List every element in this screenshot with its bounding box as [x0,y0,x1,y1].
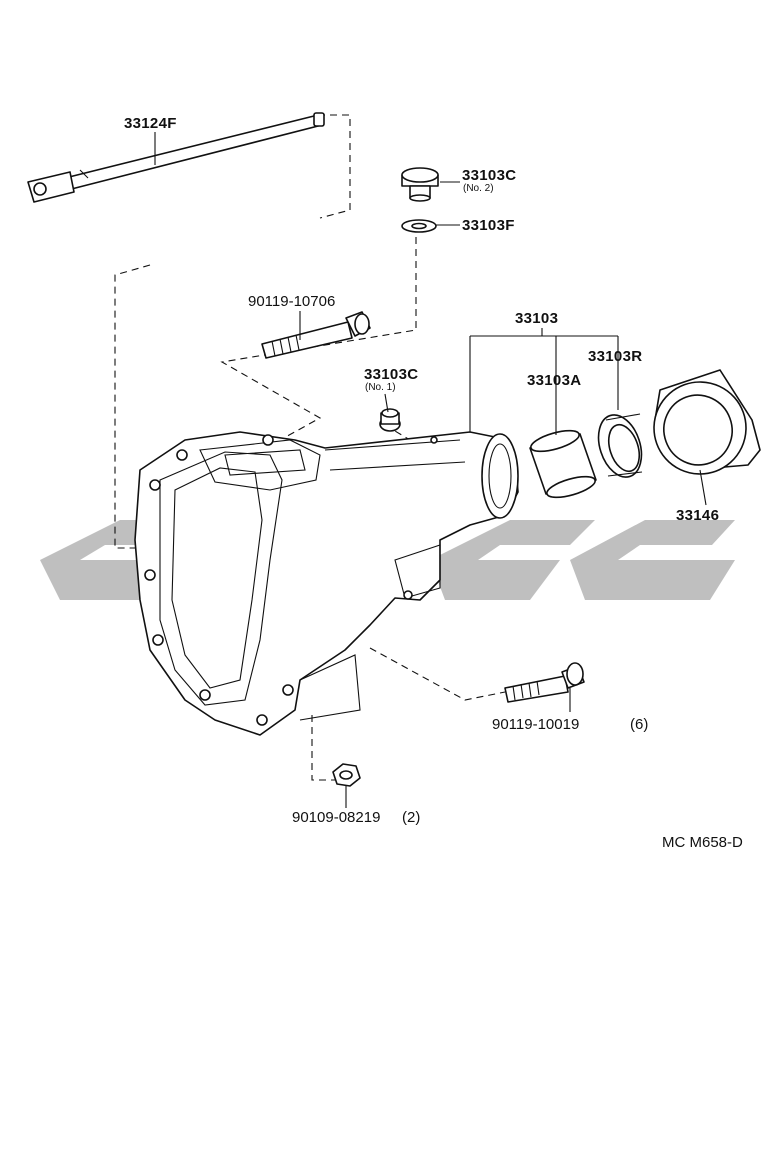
part-label-33103C-no1: 33103C [364,366,418,383]
part-qualifier-33103C-no2: (No. 2) [463,183,494,194]
dust-cover-part [653,369,761,475]
part-label-33103C-no2: 33103C [462,167,516,184]
part-label-33103: 33103 [515,310,558,327]
oil-seal-part [597,413,643,478]
part-label-90119-10706: 90119-10706 [248,293,335,310]
part-label-33103F: 33103F [462,217,515,234]
leader-lines [154,132,707,808]
part-qualifier-33103C-no1: (No. 1) [365,382,396,393]
extension-housing-part [134,431,519,736]
plug-no2-part [401,167,439,202]
nut-part [332,763,361,787]
part-label-33146: 33146 [676,507,719,524]
part-label-33103A: 33103A [527,372,581,389]
bushing-part [529,429,597,499]
part-label-33124F: 33124F [124,115,177,132]
gasket-washer-part [401,219,437,233]
part-label-90109-08219: 90109-08219 [292,809,380,826]
shift-rod-part [27,112,325,203]
part-label-33103R: 33103R [588,348,642,365]
plug-no1-part [379,408,401,432]
part-labels: 33124F 33103C (No. 2) 33103F 90119-10706… [124,115,743,851]
diagram-reference-code: MC M658-D [662,834,743,851]
long-bolt-part [261,311,371,359]
part-label-90119-10019: 90119-10019 [492,716,579,733]
bolt-6-part [504,662,585,703]
part-qualifier-90119-10019: (6) [630,716,648,733]
assembly-lines [114,114,506,781]
part-qualifier-90109-08219: (2) [402,809,420,826]
